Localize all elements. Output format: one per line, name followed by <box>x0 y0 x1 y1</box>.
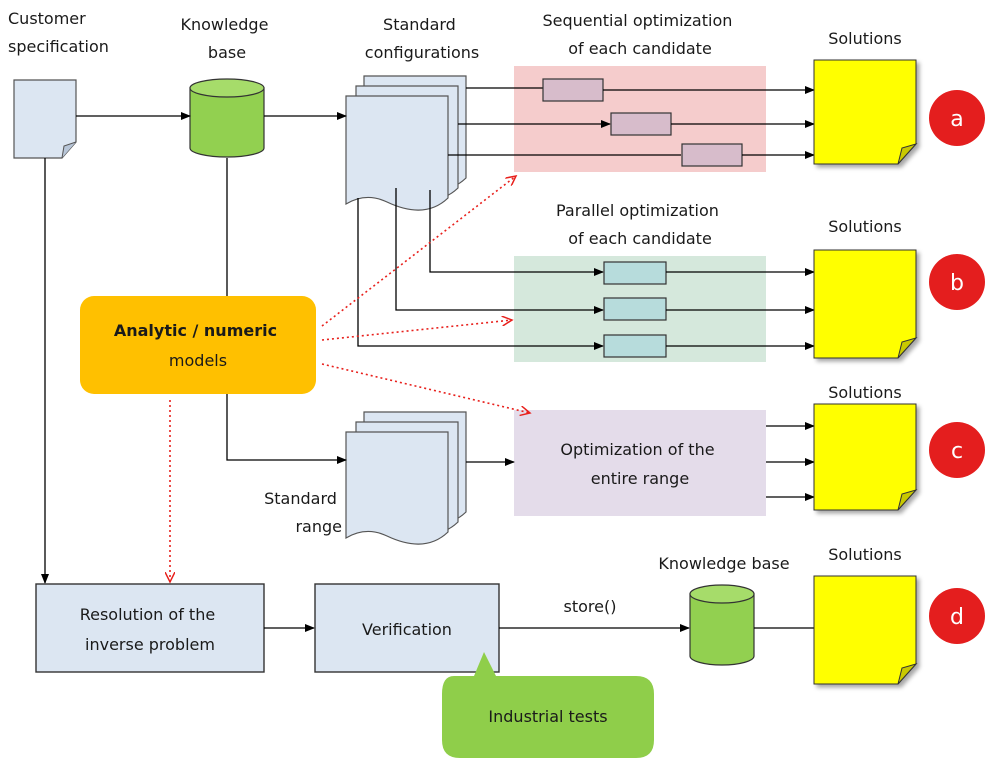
standard-configurations-label: Standard configurations <box>365 15 479 62</box>
standard-range-stack <box>345 411 467 545</box>
knowledge-base-label: Knowledge base <box>180 15 273 62</box>
verification-label: Verification <box>362 620 452 639</box>
analytic-numeric-models-box <box>80 296 316 394</box>
customer-specification-label: Customer specification <box>8 9 109 56</box>
industrial-tests-callout <box>442 652 654 758</box>
solutions-note-c <box>813 403 918 511</box>
svg-text:c: c <box>951 439 963 464</box>
optimization-entire-range-label: Optimization of the entire range <box>560 440 719 488</box>
badge-d: d <box>929 588 985 644</box>
badge-b: b <box>929 254 985 310</box>
dashed-arrow-to-entire <box>321 363 530 413</box>
seq-optimizer-2 <box>610 112 672 136</box>
solutions-note-b <box>813 249 918 359</box>
svg-text:b: b <box>950 271 964 296</box>
seq-optimizer-3 <box>681 143 743 167</box>
solutions-label-a: Solutions <box>828 29 902 48</box>
badge-a: a <box>929 90 985 146</box>
edge-par-1 <box>429 190 604 276</box>
knowledge-base-cylinder <box>189 78 265 158</box>
dashed-arrow-to-parallel <box>321 320 512 341</box>
entire-range-panel <box>514 410 766 516</box>
parallel-optimization-title: Parallel optimization of each candidate <box>556 201 724 248</box>
solutions-note-a <box>813 59 918 165</box>
svg-text:d: d <box>950 605 964 630</box>
edge-par-3 <box>357 198 604 350</box>
solutions-label-b: Solutions <box>828 217 902 236</box>
solutions-label-c: Solutions <box>828 383 902 402</box>
sequential-optimization-title: Sequential optimization of each candidat… <box>543 11 738 58</box>
par-optimizer-3 <box>603 334 667 358</box>
dashed-arrow-to-sequential <box>321 176 516 327</box>
svg-text:a: a <box>950 107 963 132</box>
solutions-note-d <box>813 575 918 685</box>
resolution-label: Resolution of the inverse problem <box>80 605 221 654</box>
analytic-models-label: Analytic / numeric models <box>114 321 282 370</box>
resolution-inverse-problem-box <box>35 583 265 673</box>
badge-c: c <box>929 422 985 478</box>
document-fold <box>61 141 77 159</box>
par-optimizer-1 <box>603 261 667 285</box>
par-optimizer-2 <box>603 297 667 321</box>
solutions-label-d: Solutions <box>828 545 902 564</box>
edge-par-2 <box>395 188 604 314</box>
knowledge-base-bottom-label: Knowledge base <box>658 554 789 573</box>
store-call-label: store() <box>564 597 617 616</box>
standard-range-label: Standard range <box>264 489 342 536</box>
knowledge-base-cylinder-bottom <box>689 584 755 666</box>
industrial-tests-label: Industrial tests <box>488 707 607 726</box>
standard-configurations-stack <box>345 75 467 211</box>
edge-kb-to-range <box>226 158 347 464</box>
seq-optimizer-1 <box>542 78 604 102</box>
